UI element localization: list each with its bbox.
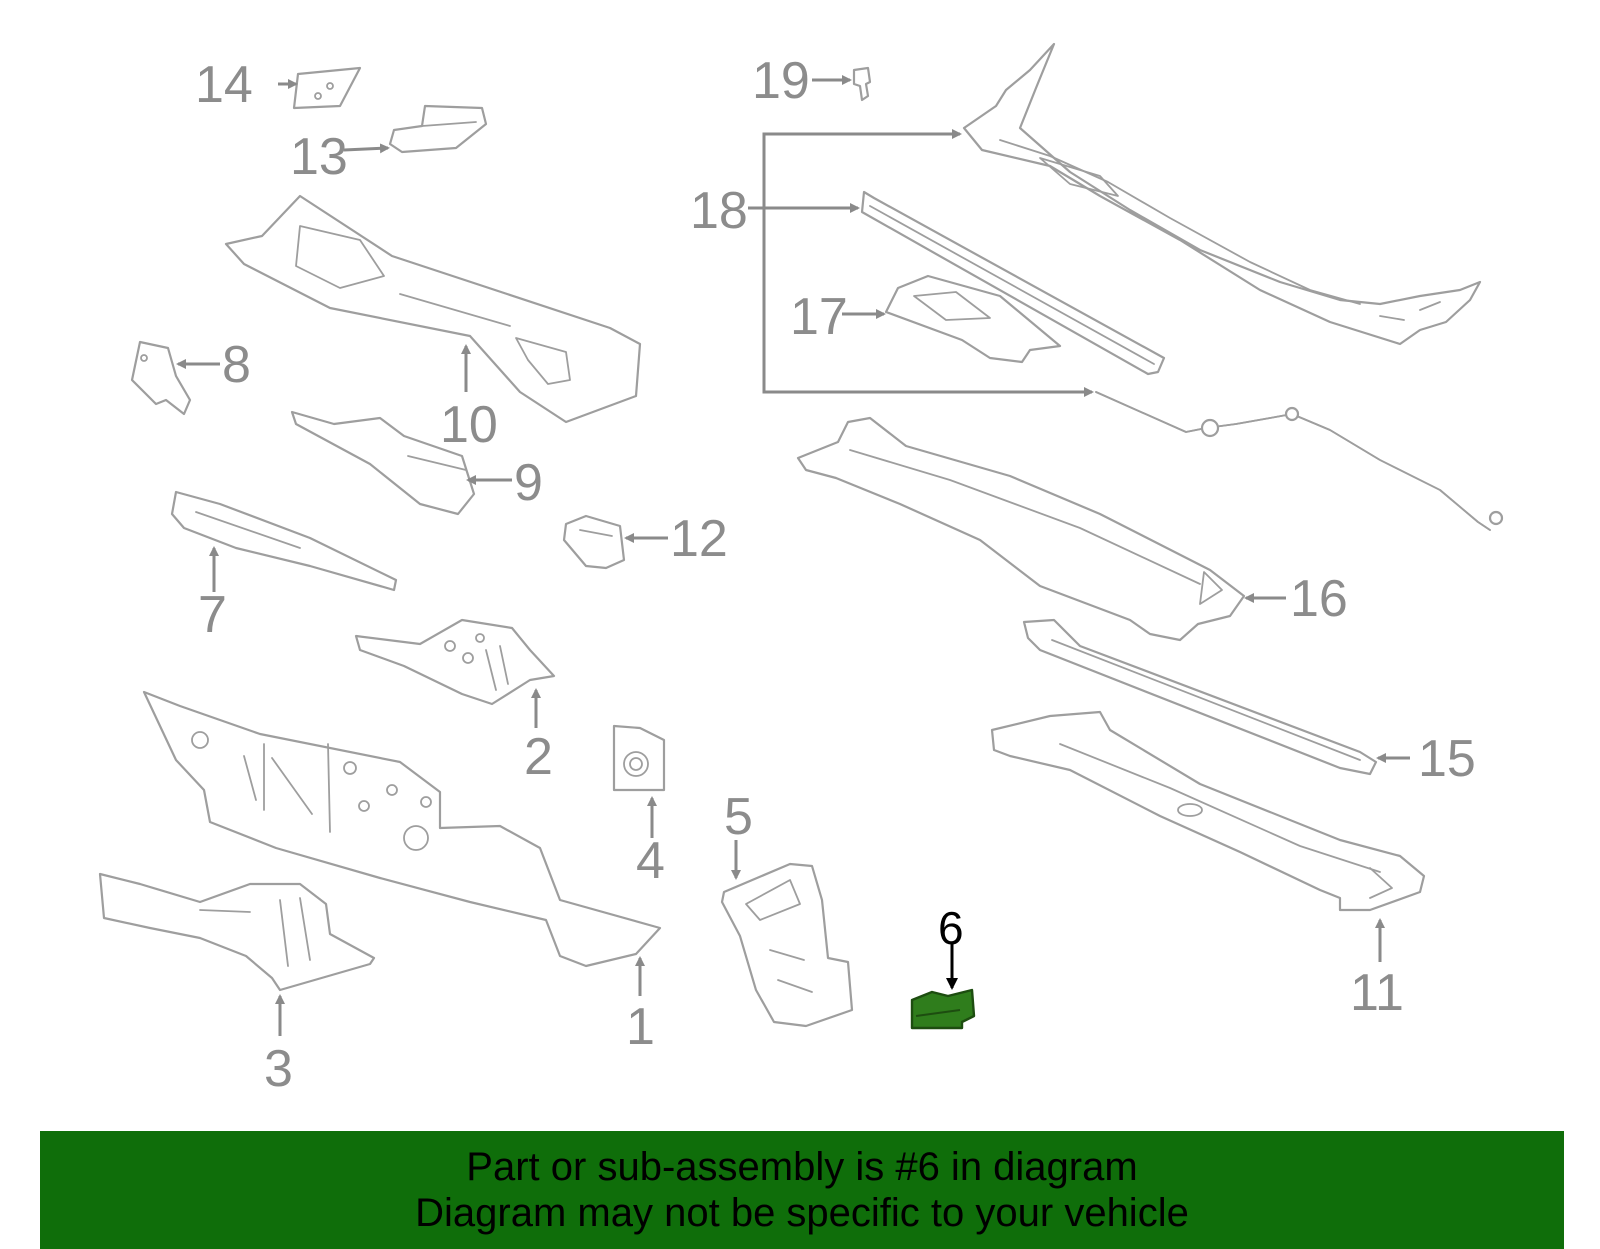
- part-18-strip: [860, 190, 1166, 376]
- part-18-hose: [1095, 391, 1504, 531]
- part-18-cowl-panel: [962, 42, 1482, 346]
- callout-4: 4: [636, 832, 665, 890]
- banner-line-1: Part or sub-assembly is #6 in diagram: [466, 1145, 1138, 1189]
- info-banner: Part or sub-assembly is #6 in diagram Di…: [40, 1131, 1564, 1249]
- part-2: [354, 618, 556, 706]
- callout-11: 11: [1350, 964, 1404, 1022]
- callout-8: 8: [222, 336, 251, 394]
- callout-3: 3: [264, 1040, 293, 1098]
- part-7: [170, 490, 398, 592]
- part-16: [796, 416, 1246, 642]
- callout-13: 13: [290, 128, 348, 186]
- part-17: [884, 274, 1062, 364]
- callout-6: 6: [938, 902, 964, 954]
- part-14: [292, 66, 362, 110]
- callout-15: 15: [1418, 730, 1476, 788]
- callout-12: 12: [670, 510, 728, 568]
- callout-10: 10: [440, 396, 498, 454]
- callout-17: 17: [790, 288, 848, 346]
- callout-9: 9: [514, 454, 543, 512]
- part-3: [98, 872, 376, 992]
- part-5: [720, 862, 854, 1028]
- part-13: [388, 104, 488, 154]
- part-10: [224, 194, 642, 424]
- part-4: [612, 724, 666, 792]
- part-8: [130, 340, 192, 416]
- callout-1: 1: [626, 998, 655, 1056]
- callout-7: 7: [198, 586, 227, 644]
- banner-line-2: Diagram may not be specific to your vehi…: [415, 1191, 1189, 1235]
- callout-19: 19: [752, 52, 810, 110]
- part-15: [1022, 618, 1378, 776]
- callout-18: 18: [690, 182, 748, 240]
- part-9: [290, 410, 476, 516]
- callout-2: 2: [524, 728, 553, 786]
- part-6-highlighted: [910, 988, 976, 1030]
- part-1: [142, 690, 662, 968]
- part-12: [562, 514, 626, 570]
- callout-5: 5: [724, 788, 753, 846]
- part-19: [852, 66, 872, 102]
- banner-background: [40, 1131, 1564, 1249]
- bracket-18: [762, 132, 1090, 394]
- part-11: [990, 710, 1426, 912]
- callout-16: 16: [1290, 570, 1348, 628]
- callout-14: 14: [195, 56, 253, 114]
